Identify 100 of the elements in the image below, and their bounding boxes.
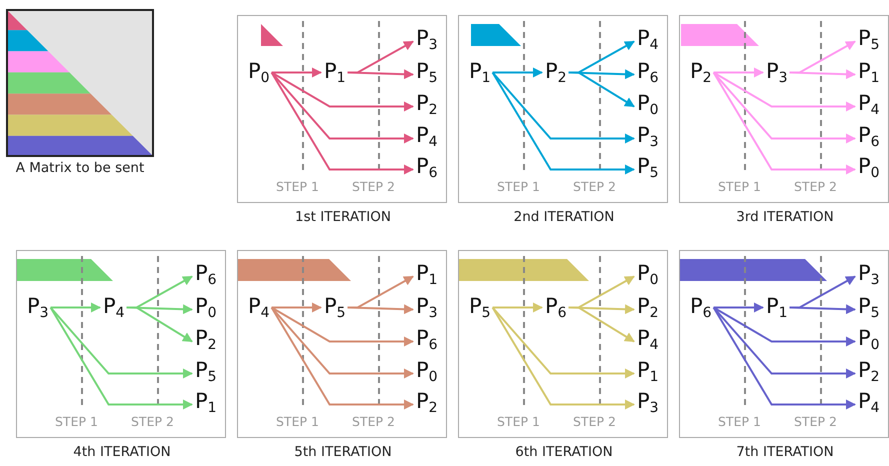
arrow <box>270 306 414 378</box>
arrow <box>348 304 414 314</box>
process-label: P$_{5}$ <box>324 294 346 325</box>
process-label: P$_{1}$ <box>195 389 217 420</box>
step-label: STEP 2 <box>794 179 837 194</box>
step-label: STEP 1 <box>276 179 319 194</box>
iteration-caption: 2nd ITERATION <box>512 209 616 225</box>
arrow <box>712 306 856 378</box>
arrow <box>712 72 856 144</box>
process-label: P$_{1}$ <box>416 261 438 292</box>
process-label: P$_{0}$ <box>195 294 217 325</box>
step-label: STEP 1 <box>55 414 98 429</box>
arrow <box>271 72 414 112</box>
process-label: P$_{6}$ <box>416 154 438 185</box>
process-label: P$_{2}$ <box>690 59 712 90</box>
arrow <box>492 72 635 144</box>
process-label: P$_{3}$ <box>416 26 438 57</box>
process-label: P$_{0}$ <box>858 326 880 357</box>
step-label: STEP 2 <box>573 179 616 194</box>
process-label: P$_{6}$ <box>195 261 217 292</box>
process-label: P$_{6}$ <box>545 294 567 325</box>
arrow <box>50 302 101 312</box>
process-label: P$_{6}$ <box>690 294 712 325</box>
arrow <box>713 72 856 112</box>
process-label: P$_{3}$ <box>416 294 438 325</box>
step-label: STEP 2 <box>131 414 174 429</box>
process-label: P$_{2}$ <box>637 294 659 325</box>
node-label: A Matrix to be sent <box>14 160 146 176</box>
process-label: P$_{1}$ <box>766 294 788 325</box>
iteration-caption: 1st ITERATION <box>294 209 392 225</box>
process-label: P$_{0}$ <box>248 59 270 90</box>
process-label: P$_{2}$ <box>195 326 217 357</box>
arrow <box>272 302 322 312</box>
step-label: STEP 1 <box>497 414 540 429</box>
process-label: P$_{6}$ <box>637 59 659 90</box>
iteration-caption: 3rd ITERATION <box>735 209 835 225</box>
arrow <box>790 69 856 80</box>
process-label: P$_{4}$ <box>637 326 659 357</box>
process-label: P$_{5}$ <box>416 59 438 90</box>
process-label: P$_{1}$ <box>469 59 491 90</box>
process-label: P$_{3}$ <box>766 59 788 90</box>
step-label: STEP 2 <box>794 414 837 429</box>
arrow <box>712 306 856 410</box>
arrow <box>270 72 414 144</box>
process-label: P$_{4}$ <box>858 389 880 420</box>
arrow <box>270 72 414 174</box>
process-label: P$_{5}$ <box>195 358 217 389</box>
arrow <box>790 304 856 314</box>
process-label: P$_{6}$ <box>416 326 438 357</box>
process-label: P$_{2}$ <box>545 59 567 90</box>
step-label: STEP 1 <box>718 179 761 194</box>
iteration-caption: 4th ITERATION <box>72 444 172 460</box>
step-label: STEP 1 <box>718 414 761 429</box>
arrow <box>270 306 414 410</box>
arrow <box>126 306 193 342</box>
process-label: P$_{1}$ <box>637 358 659 389</box>
process-label: P$_{4}$ <box>416 123 438 154</box>
process-label: P$_{3}$ <box>637 123 659 154</box>
arrow <box>714 68 764 78</box>
step-label: STEP 2 <box>352 179 395 194</box>
arrow <box>348 69 414 80</box>
arrow <box>568 306 635 342</box>
arrow <box>50 306 193 410</box>
process-label: P$_{5}$ <box>858 26 880 57</box>
process-label: P$_{4}$ <box>858 91 880 122</box>
process-label: P$_{4}$ <box>637 26 659 57</box>
step-label: STEP 2 <box>573 414 616 429</box>
arrow <box>272 68 322 78</box>
process-label: P$_{1}$ <box>858 59 880 90</box>
process-label: P$_{3}$ <box>637 389 659 420</box>
process-label: P$_{5}$ <box>637 154 659 185</box>
process-label: P$_{5}$ <box>858 294 880 325</box>
process-label: P$_{3}$ <box>858 261 880 292</box>
iteration-caption: 6th ITERATION <box>514 444 614 460</box>
process-label: P$_{0}$ <box>858 154 880 185</box>
process-label: P$_{6}$ <box>858 123 880 154</box>
step-label: STEP 1 <box>497 179 540 194</box>
arrow <box>492 306 635 378</box>
process-label: P$_{0}$ <box>637 261 659 292</box>
step-label: STEP 1 <box>276 414 319 429</box>
arrow <box>492 68 543 78</box>
arrow <box>492 306 635 410</box>
process-label: P$_{5}$ <box>469 294 491 325</box>
arrow <box>492 72 635 174</box>
arrow <box>492 302 543 312</box>
process-label: P$_{0}$ <box>637 91 659 122</box>
iteration-caption: 7th ITERATION <box>735 444 835 460</box>
step-label: STEP 2 <box>352 414 395 429</box>
arrow <box>568 72 635 108</box>
arrow <box>271 306 414 346</box>
process-label: P$_{3}$ <box>27 294 49 325</box>
process-label: P$_{2}$ <box>416 389 438 420</box>
process-label: P$_{1}$ <box>324 59 346 90</box>
arrow <box>713 306 856 346</box>
process-label: P$_{4}$ <box>248 294 270 325</box>
iteration-caption: 5th ITERATION <box>293 444 393 460</box>
process-label: P$_{4}$ <box>103 294 125 325</box>
arrow <box>714 302 764 312</box>
process-label: P$_{2}$ <box>416 91 438 122</box>
process-label: P$_{2}$ <box>858 358 880 389</box>
